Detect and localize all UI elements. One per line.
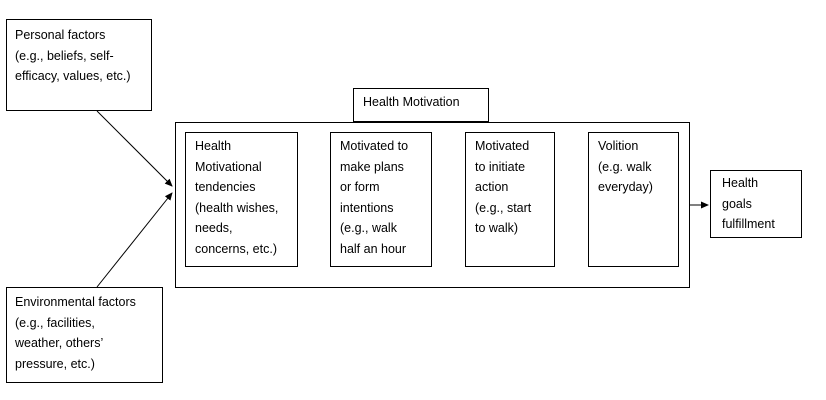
stage-box-volition [588, 132, 679, 267]
arrow-personal-to-motivation [96, 110, 173, 187]
stage-box-plans-intentions [330, 132, 432, 267]
stage-text-plans-intentions: Motivated to make plans or form intentio… [340, 139, 409, 256]
outcome-box [710, 170, 802, 238]
stage-text-motivational-tendencies: Health Motivational tendencies (health w… [195, 139, 279, 256]
stage-box-initiate-action [465, 132, 555, 267]
stage-box-motivational-tendencies [185, 132, 298, 267]
stage-text-initiate-action: Motivated to initiate action (e.g., star… [475, 139, 532, 235]
outcome-text: Health goals fulfillment [722, 176, 775, 231]
health-motivation-label: Health Motivation [363, 95, 460, 109]
health-motivation-label-box [353, 88, 489, 122]
personal-factors-text: Personal factors (e.g., beliefs, self- e… [15, 28, 131, 83]
environmental-factors-text: Environmental factors (e.g., facilities,… [15, 295, 136, 371]
personal-factors-box [6, 19, 152, 111]
environmental-factors-box [6, 287, 163, 383]
stage-text-volition: Volition (e.g. walk everyday) [598, 139, 653, 194]
arrow-environment-to-motivation [96, 192, 173, 288]
